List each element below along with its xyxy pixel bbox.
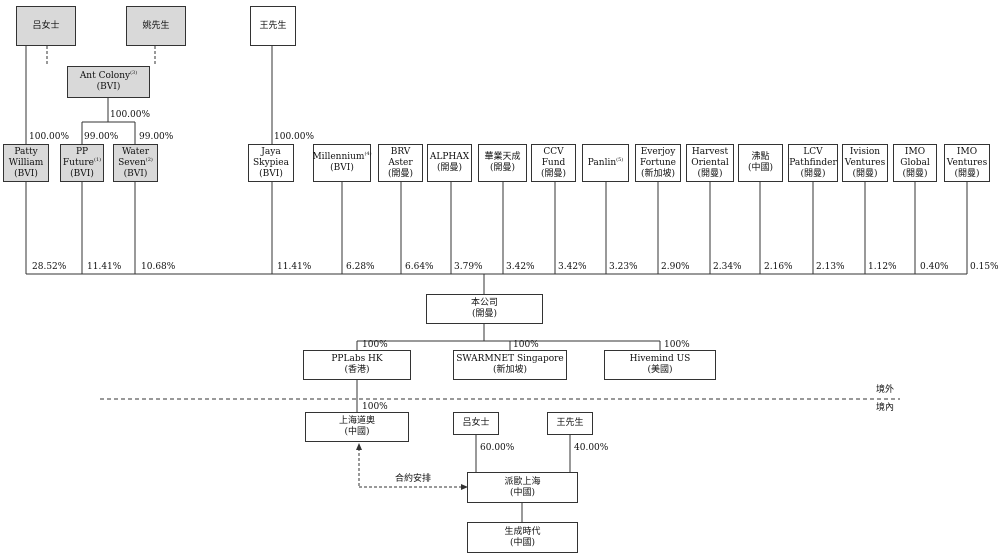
pct-ivision-ventures: 1.12%: [868, 262, 897, 272]
lv-patty-pct: 100.00%: [29, 132, 70, 142]
subsidiary-pplabs-hk: PPLabs HK (香港): [303, 350, 411, 380]
domestic-person-wang: 王先生: [547, 412, 593, 435]
shareholder-harvest-oriental: Harvest Oriental (開曼): [686, 144, 734, 182]
pct-harvest-oriental: 2.34%: [713, 262, 742, 272]
shareholder-lcv-pathfinder: LCV Pathfinder (開曼): [788, 144, 838, 182]
shanghai-daoao-box: 上海道奧 (中國): [305, 412, 409, 442]
domestic-person-lv: 吕女士: [453, 412, 499, 435]
pct-jaya-skypiea: 11.41%: [277, 262, 312, 272]
ant-colony-note: (3): [130, 70, 138, 76]
ant-colony-place: (BVI): [96, 82, 121, 92]
contract-arrangement-label: 合約安排: [395, 474, 432, 484]
pct-alphax: 3.79%: [454, 262, 483, 272]
person-lv: 吕女士: [16, 6, 76, 46]
shareholder-brv-aster: BRV Aster (開曼): [378, 144, 423, 182]
pct-water-seven: 10.68%: [141, 262, 176, 272]
pct-patty-william: 28.52%: [32, 262, 67, 272]
shareholder-alphax: ALPHAX (開曼): [427, 144, 472, 182]
wang-jaya-pct: 100.00%: [274, 132, 315, 142]
pct-ccv-fund: 3.42%: [558, 262, 587, 272]
shareholder-patty-william: Patty William (BVI): [3, 144, 49, 182]
pct-imo-ventures: 0.15%: [970, 262, 999, 272]
pct-pp-future: 11.41%: [87, 262, 122, 272]
pct-millennium: 6.28%: [346, 262, 375, 272]
water-seven-pct: 99.00%: [139, 132, 174, 142]
border-inside-label: 境內: [876, 403, 895, 413]
pct-lv-paiou: 60.00%: [480, 443, 515, 453]
pct-shanghai-daoao: 100%: [362, 402, 388, 412]
ant-colony-box: Ant Colony(3) (BVI): [67, 66, 150, 98]
person-yao: 姚先生: [126, 6, 186, 46]
shareholder-panlin: Panlin(5): [582, 144, 629, 182]
pct-feidian: 2.16%: [764, 262, 793, 272]
shengcheng-shidai-box: 生成時代 (中國): [467, 522, 578, 553]
pct-lcv-pathfinder: 2.13%: [816, 262, 845, 272]
pct-imo-global: 0.40%: [920, 262, 949, 272]
pct-wang-paiou: 40.00%: [574, 443, 609, 453]
subsidiary-swarmnet-singapore: SWARMNET Singapore (新加坡): [453, 350, 567, 380]
shareholder-ivision-ventures: Ivision Ventures (開曼): [842, 144, 888, 182]
paiou-shanghai-box: 派歐上海 (中國): [467, 472, 578, 503]
shareholder-jaya-skypiea: Jaya Skypiea (BVI): [248, 144, 294, 182]
pct-hivemind: 100%: [664, 340, 690, 350]
shareholder-imo-global: IMO Global (開曼): [893, 144, 937, 182]
shareholder-everjoy-fortune: Everjoy Fortune (新加坡): [635, 144, 681, 182]
pp-future-pct: 99.00%: [84, 132, 119, 142]
person-wang: 王先生: [250, 6, 296, 46]
shareholder-ccv-fund: CCV Fund (開曼): [531, 144, 576, 182]
subsidiary-hivemind-us: Hivemind US (美國): [604, 350, 716, 380]
shareholder-imo-ventures: IMO Ventures (開曼): [944, 144, 990, 182]
ant-colony-pct: 100.00%: [110, 110, 151, 120]
pct-pplabs-hk: 100%: [362, 340, 388, 350]
shareholder-millennium: Millennium(4) (BVI): [312, 144, 372, 182]
pct-panlin: 3.23%: [609, 262, 638, 272]
shareholder-feidian: 沸點 (中國): [738, 144, 783, 182]
border-outside-label: 境外: [876, 385, 895, 395]
pct-everjoy-fortune: 2.90%: [661, 262, 690, 272]
shareholder-pp-future: PP Future(1) (BVI): [60, 144, 104, 182]
pct-huaye-tiancheng: 3.42%: [506, 262, 535, 272]
company-box: 本公司 (開曼): [426, 294, 543, 324]
shareholder-huaye-tiancheng: 華業天成 (開曼): [478, 144, 527, 182]
shareholder-water-seven: Water Seven(2) (BVI): [113, 144, 158, 182]
pct-swarmnet: 100%: [513, 340, 539, 350]
pct-brv-aster: 6.64%: [405, 262, 434, 272]
ant-colony-name: Ant Colony: [79, 71, 131, 81]
